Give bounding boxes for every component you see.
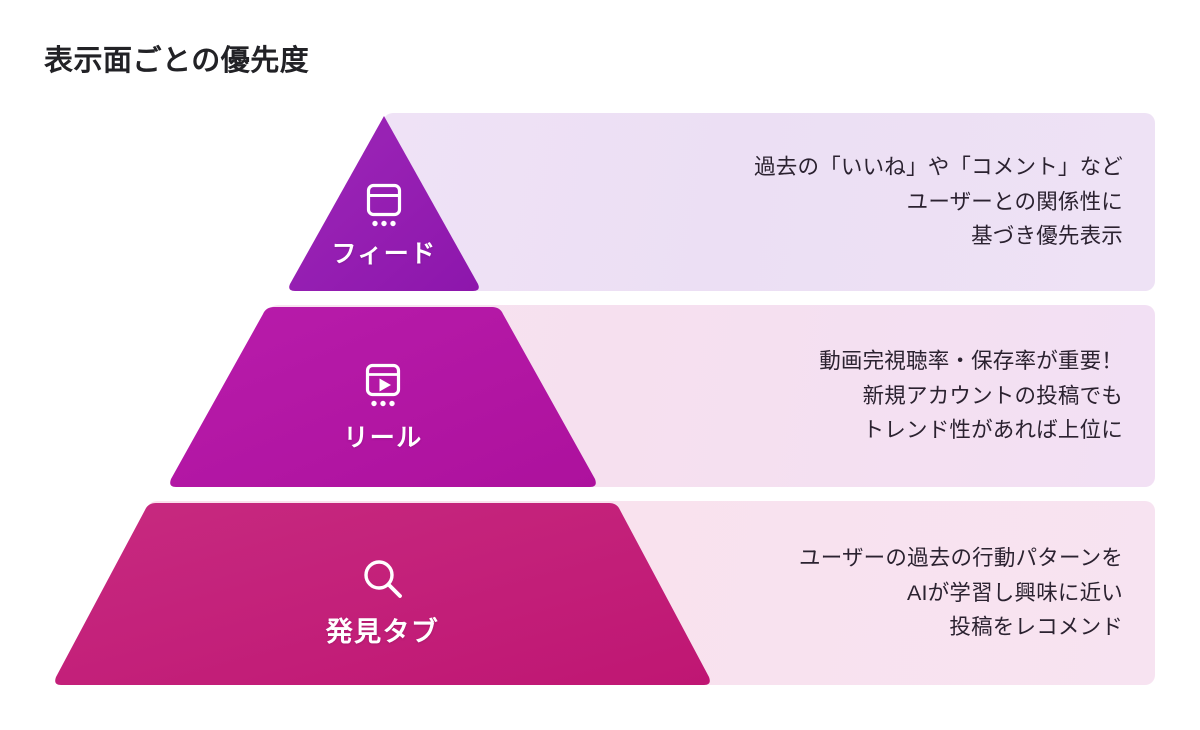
tier-shape-reels[interactable] xyxy=(168,305,598,487)
pyramid-tier-reels: 動画完視聴率・保存率が重要！ 新規アカウントの投稿でも トレンド性があれば上位に xyxy=(0,305,1200,487)
tier-shape-feed[interactable] xyxy=(287,113,481,291)
description-text-reels: 動画完視聴率・保存率が重要！ 新規アカウントの投稿でも トレンド性があれば上位に xyxy=(819,348,1123,443)
page-title: 表示面ごとの優先度 xyxy=(44,45,310,77)
description-text-feed: 過去の「いいね」や「コメント」など ユーザーとの関係性に 基づき優先表示 xyxy=(754,154,1123,249)
description-panel-feed: 過去の「いいね」や「コメント」など ユーザーとの関係性に 基づき優先表示 xyxy=(383,113,1155,291)
tier-shape-explore[interactable] xyxy=(53,501,712,685)
pyramid-tier-feed: 過去の「いいね」や「コメント」など ユーザーとの関係性に 基づき優先表示 xyxy=(0,113,1200,291)
pyramid-tier-explore: ユーザーの過去の行動パターンを AIが学習し興味に近い 投稿をレコメンド xyxy=(0,501,1200,685)
description-text-explore: ユーザーの過去の行動パターンを AIが学習し興味に近い 投稿をレコメンド xyxy=(799,545,1123,640)
